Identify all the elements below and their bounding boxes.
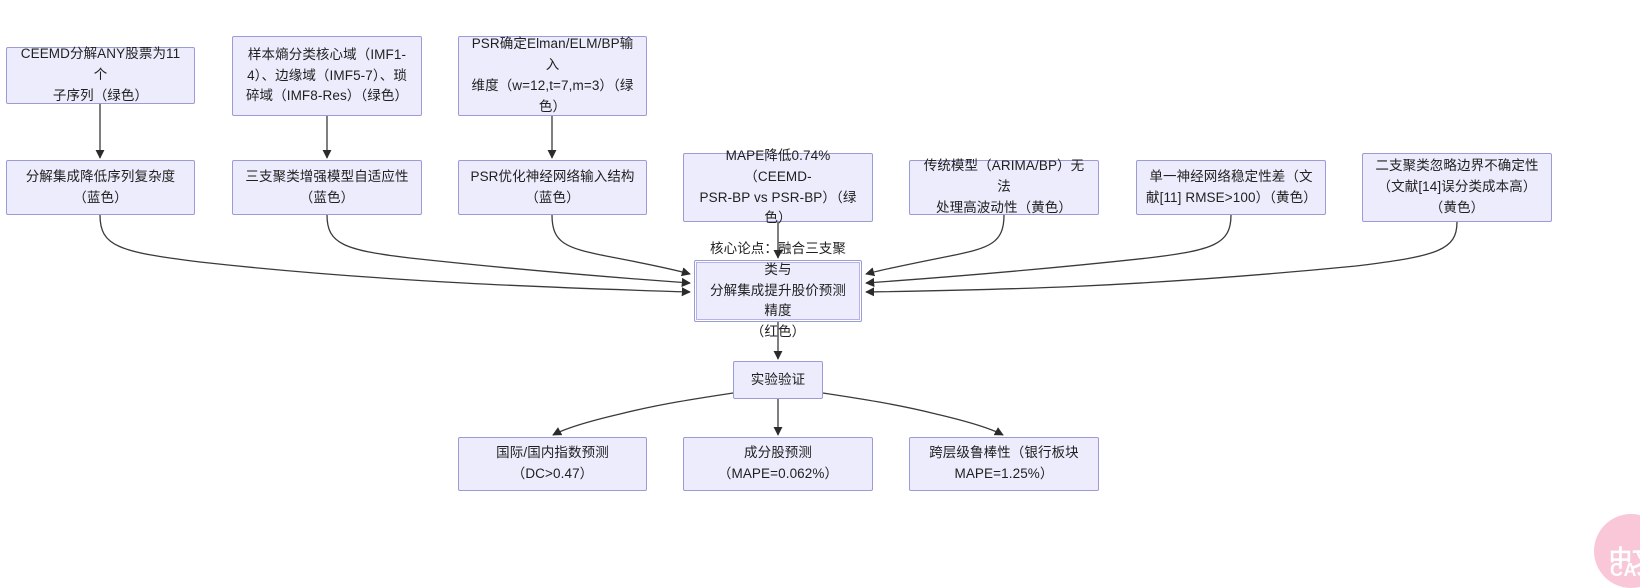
node-label: CEEMD分解ANY股票为11个 子序列（绿色） xyxy=(20,46,181,103)
node-sample-entropy-classification[interactable]: 样本熵分类核心域（IMF1- 4）、边缘域（IMF5-7）、琐 碎域（IMF8-… xyxy=(232,36,422,116)
watermark-subtext: CAJ xyxy=(1610,560,1640,580)
node-label: MAPE降低0.74%（CEEMD- PSR-BP vs PSR-BP）（绿 色… xyxy=(699,147,857,226)
edge-exp-r1 xyxy=(552,392,734,436)
node-mape-reduction[interactable]: MAPE降低0.74%（CEEMD- PSR-BP vs PSR-BP）（绿 色… xyxy=(683,148,873,225)
node-two-way-clustering-boundary[interactable]: 二支聚类忽略边界不确定性 （文献[14]误分类成本高） （黄色） xyxy=(1362,153,1552,222)
node-label: 核心论点：融合三支聚类与 分解集成提升股价预测精度 （红色） xyxy=(710,240,846,340)
node-label: 二支聚类忽略边界不确定性 （文献[14]误分类成本高） （黄色） xyxy=(1375,158,1539,215)
node-psr-input-dimension[interactable]: PSR确定Elman/ELM/BP输入 维度（w=12,t=7,m=3）（绿 色… xyxy=(458,36,647,116)
edge-exp-r3 xyxy=(822,392,1004,436)
node-label: PSR确定Elman/ELM/BP输入 维度（w=12,t=7,m=3）（绿 色… xyxy=(471,36,634,114)
node-label: 传统模型（ARIMA/BP）无法 处理高波动性（黄色） xyxy=(923,158,1085,215)
watermark-badge: 中文 CAJ xyxy=(1594,514,1640,588)
node-label: 分解集成降低序列复杂度 （蓝色） xyxy=(25,168,176,205)
node-label: 单一神经网络稳定性差（文 献[11] RMSE>100）（黄色） xyxy=(1146,168,1317,205)
node-label: 样本熵分类核心域（IMF1- 4）、边缘域（IMF5-7）、琐 碎域（IMF8-… xyxy=(245,46,409,104)
node-cross-level-robustness-result[interactable]: 跨层级鲁棒性（银行板块 MAPE=1.25%） xyxy=(909,437,1099,491)
node-label: 三支聚类增强模型自适应性 （蓝色） xyxy=(245,168,409,205)
edge-n6-core xyxy=(551,214,691,277)
edge-n5-core xyxy=(326,214,691,287)
diagram-canvas: CEEMD分解ANY股票为11个 子序列（绿色） 样本熵分类核心域（IMF1- … xyxy=(6,36,1640,588)
node-decomposition-reduces-complexity[interactable]: 分解集成降低序列复杂度 （蓝色） xyxy=(6,160,195,215)
node-psr-optimizes-network-input[interactable]: PSR优化神经网络输入结构 （蓝色） xyxy=(458,160,647,215)
edge-n4-core xyxy=(99,214,691,297)
watermark-text: 中文 xyxy=(1609,545,1640,572)
node-constituent-stock-forecast-result[interactable]: 成分股预测 （MAPE=0.062%） xyxy=(683,437,873,491)
node-traditional-models-limitation[interactable]: 传统模型（ARIMA/BP）无法 处理高波动性（黄色） xyxy=(909,158,1099,215)
node-label: 国际/国内指数预测 （DC>0.47） xyxy=(496,445,609,481)
node-single-network-instability[interactable]: 单一神经网络稳定性差（文 献[11] RMSE>100）（黄色） xyxy=(1136,160,1326,215)
edge-n9-core xyxy=(865,214,1232,287)
node-label: PSR优化神经网络输入结构 （蓝色） xyxy=(470,168,635,205)
node-core-thesis[interactable]: 核心论点：融合三支聚类与 分解集成提升股价预测精度 （红色） xyxy=(694,241,862,339)
edge-n8-core xyxy=(865,214,1005,277)
node-index-forecast-result[interactable]: 国际/国内指数预测 （DC>0.47） xyxy=(458,437,647,491)
node-label: 实验验证 xyxy=(750,371,806,387)
edge-n10-core xyxy=(865,221,1458,297)
node-experimental-validation[interactable]: 实验验证 xyxy=(733,361,823,399)
node-label: 成分股预测 （MAPE=0.062%） xyxy=(717,445,839,481)
node-label: 跨层级鲁棒性（银行板块 MAPE=1.25%） xyxy=(929,445,1079,481)
node-three-way-clustering-adaptivity[interactable]: 三支聚类增强模型自适应性 （蓝色） xyxy=(232,160,422,215)
node-ceemd-decomposition[interactable]: CEEMD分解ANY股票为11个 子序列（绿色） xyxy=(6,46,195,104)
